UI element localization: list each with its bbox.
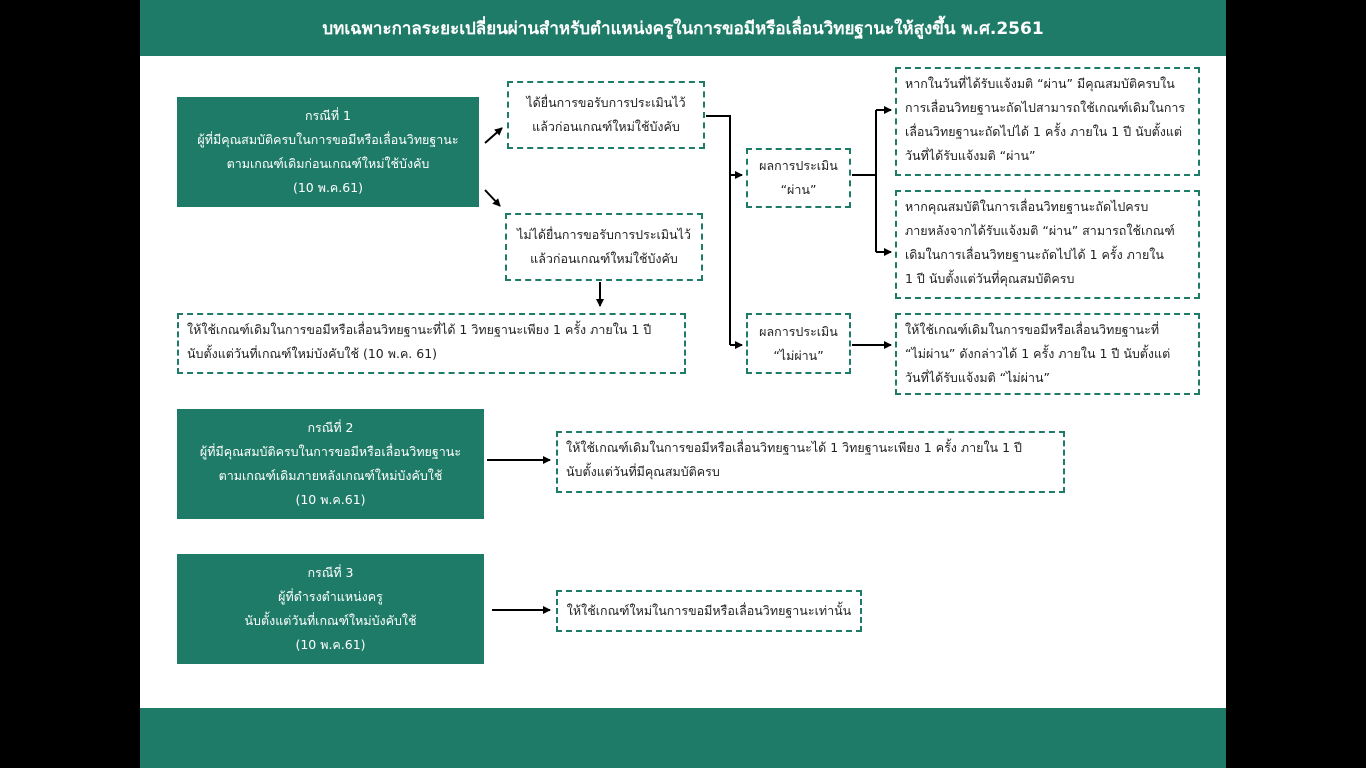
submitted-line: แล้วก่อนเกณฑ์ใหม่ใช้บังคับ (532, 119, 680, 134)
pass-outcome-2-line: เดิมในการเลื่อนวิทยฐานะถัดไปได้ 1 ครั้ง … (905, 247, 1164, 262)
pass-outcome-1-line: เลื่อนวิทยฐานะถัดไปได้ 1 ครั้ง ภายใน 1 ป… (905, 124, 1183, 139)
pass-outcome-1-line: การเลื่อนวิทยฐานะถัดไปสามารถใช้เกณฑ์เดิม… (905, 100, 1186, 115)
case3-outcome-line: ให้ใช้เกณฑ์ใหม่ในการขอมีหรือเลื่อนวิทยฐา… (566, 603, 852, 618)
case1-line: ผู้ที่มีคุณสมบัติครบในการขอมีหรือเลื่อนว… (197, 132, 459, 147)
case2-outcome-line: ให้ใช้เกณฑ์เดิมในการขอมีหรือเลื่อนวิทยฐา… (566, 440, 1022, 455)
result-fail-line: ผลการประเมิน (759, 323, 838, 339)
not-submitted-line: แล้วก่อนเกณฑ์ใหม่ใช้บังคับ (530, 251, 678, 266)
result-fail-line: “ไม่ผ่าน” (773, 347, 824, 363)
case3-outcome-box: ให้ใช้เกณฑ์ใหม่ในการขอมีหรือเลื่อนวิทยฐา… (556, 590, 862, 632)
slide: บทเฉพาะกาลระยะเปลี่ยนผ่านสำหรับตำแหน่งคร… (140, 0, 1226, 768)
case2-line: ตามเกณฑ์เดิมภายหลังเกณฑ์ใหม่บังคับใช้ (218, 468, 443, 483)
pass-outcome-2-line: 1 ปี นับตั้งแต่วันที่คุณสมบัติครบ (905, 271, 1075, 286)
not-submitted-outcome-line: นับตั้งแต่วันที่เกณฑ์ใหม่บังคับใช้ (10 พ… (187, 346, 438, 361)
arrow-case1-to-submitted (484, 127, 503, 144)
submitted-box: ได้ยื่นการขอรับการประเมินไว้ แล้วก่อนเกณ… (507, 81, 705, 149)
case1-line: (10 พ.ค.61) (292, 180, 364, 195)
footer-bar (140, 708, 1226, 768)
fail-outcome-line: วันที่ได้รับแจ้งมติ “ไม่ผ่าน” (905, 370, 1051, 385)
fail-outcome-box: ให้ใช้เกณฑ์เดิมในการขอมีหรือเลื่อนวิทยฐา… (895, 313, 1200, 395)
pass-outcome-1-box: หากในวันที่ได้รับแจ้งมติ “ผ่าน” มีคุณสมบ… (895, 67, 1200, 176)
not-submitted-outcome-line: ให้ใช้เกณฑ์เดิมในการขอมีหรือเลื่อนวิทยฐา… (187, 322, 652, 337)
title-bar: บทเฉพาะกาลระยะเปลี่ยนผ่านสำหรับตำแหน่งคร… (140, 0, 1226, 56)
not-submitted-box: ไม่ได้ยื่นการขอรับการประเมินไว้ แล้วก่อน… (505, 213, 703, 281)
result-pass-box: ผลการประเมิน “ผ่าน” (746, 148, 851, 208)
case2-box: กรณีที่ 2 ผู้ที่มีคุณสมบัติครบในการขอมีห… (177, 409, 484, 519)
pass-outcome-1-line: วันที่ได้รับแจ้งมติ “ผ่าน” (905, 148, 1036, 163)
pass-outcome-2-line: หากคุณสมบัติในการเลื่อนวิทยฐานะถัดไปครบ (905, 199, 1149, 214)
case3-line: (10 พ.ค.61) (295, 637, 366, 652)
submitted-line: ได้ยื่นการขอรับการประเมินไว้ (526, 95, 686, 110)
case3-line: กรณีที่ 3 (307, 565, 354, 580)
fail-outcome-line: ให้ใช้เกณฑ์เดิมในการขอมีหรือเลื่อนวิทยฐา… (905, 322, 1160, 337)
page-title: บทเฉพาะกาลระยะเปลี่ยนผ่านสำหรับตำแหน่งคร… (322, 18, 1044, 39)
case3-line: ผู้ที่ดำรงตำแหน่งครู (278, 589, 383, 604)
arrow-case1-to-not-submitted (484, 189, 501, 207)
pass-outcome-2-box: หากคุณสมบัติในการเลื่อนวิทยฐานะถัดไปครบ … (895, 190, 1200, 299)
pass-outcome-1-line: หากในวันที่ได้รับแจ้งมติ “ผ่าน” มีคุณสมบ… (905, 76, 1175, 91)
result-pass-line: ผลการประเมิน (759, 158, 838, 173)
case2-line: (10 พ.ค.61) (295, 492, 366, 507)
not-submitted-outcome-box: ให้ใช้เกณฑ์เดิมในการขอมีหรือเลื่อนวิทยฐา… (177, 313, 686, 374)
case2-line: กรณีที่ 2 (307, 420, 354, 435)
result-fail-box: ผลการประเมิน “ไม่ผ่าน” (746, 313, 851, 374)
case1-line: ตามเกณฑ์เดิมก่อนเกณฑ์ใหม่ใช้บังคับ (226, 156, 430, 171)
result-pass-line: “ผ่าน” (780, 182, 817, 197)
case1-box: กรณีที่ 1 ผู้ที่มีคุณสมบัติครบในการขอมีห… (177, 97, 479, 207)
case3-line: นับตั้งแต่วันที่เกณฑ์ใหม่บังคับใช้ (244, 613, 417, 628)
case2-line: ผู้ที่มีคุณสมบัติครบในการขอมีหรือเลื่อนว… (199, 444, 462, 459)
case3-box: กรณีที่ 3 ผู้ที่ดำรงตำแหน่งครู นับตั้งแต… (177, 554, 484, 664)
case2-outcome-line: นับตั้งแต่วันที่มีคุณสมบัติครบ (566, 464, 720, 479)
pass-outcome-2-line: ภายหลังจากได้รับแจ้งมติ “ผ่าน” สามารถใช้… (905, 223, 1175, 238)
fail-outcome-line: “ไม่ผ่าน” ดังกล่าวได้ 1 ครั้ง ภายใน 1 ปี… (905, 346, 1171, 361)
not-submitted-line: ไม่ได้ยื่นการขอรับการประเมินไว้ (517, 227, 691, 242)
case2-outcome-box: ให้ใช้เกณฑ์เดิมในการขอมีหรือเลื่อนวิทยฐา… (556, 431, 1065, 493)
connector-submitted-to-results (706, 115, 731, 345)
case1-line: กรณีที่ 1 (304, 108, 352, 123)
